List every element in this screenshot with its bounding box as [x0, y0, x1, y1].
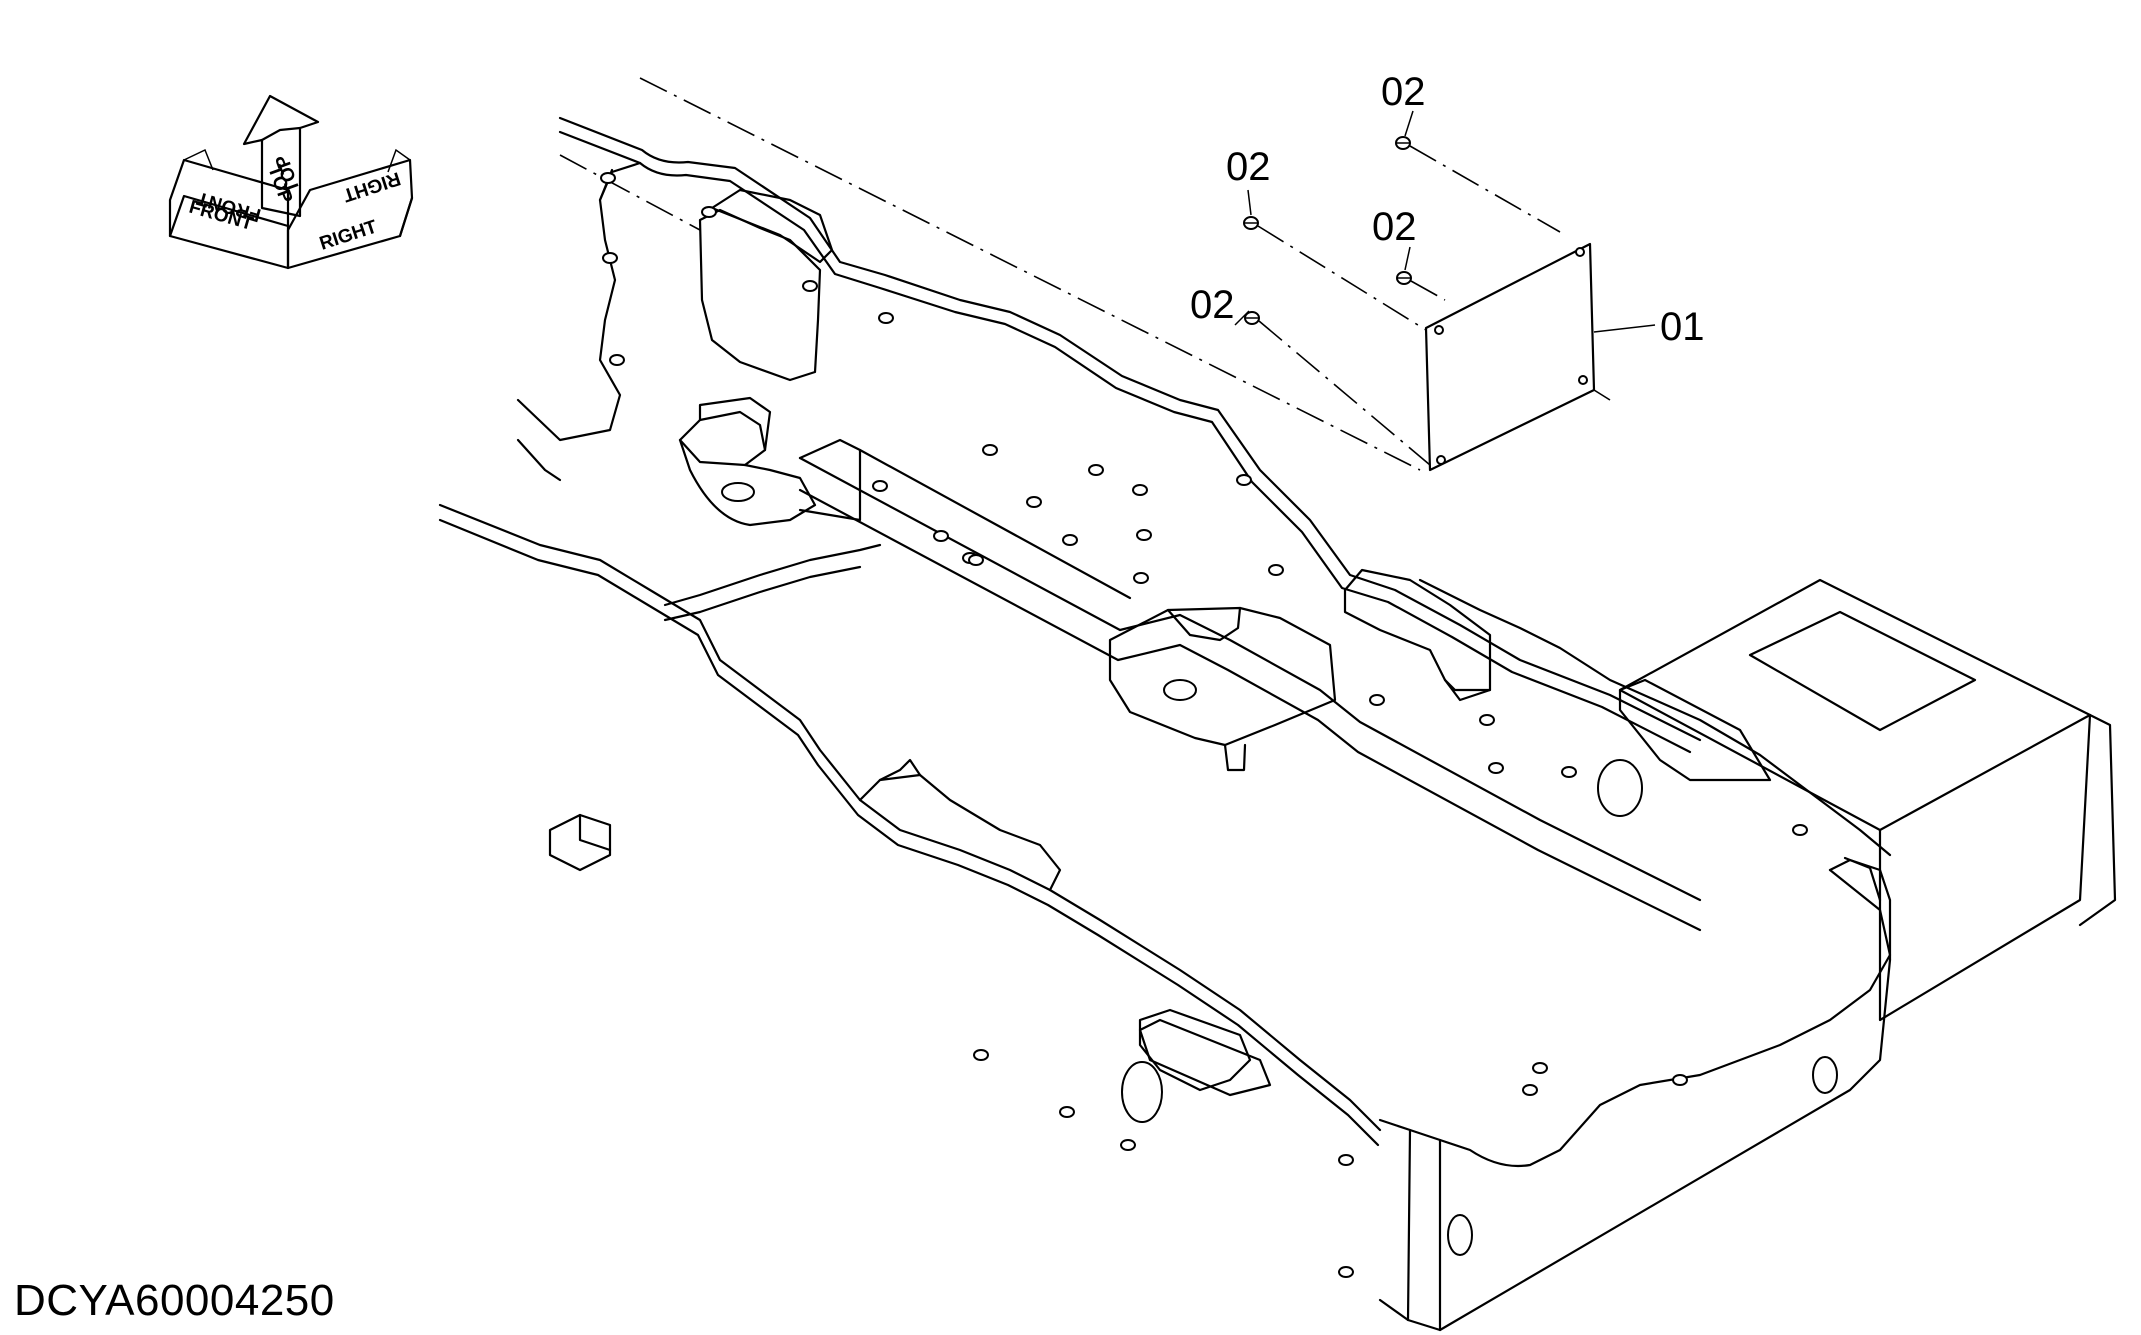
callout-bolt-left-lower: 02 [1190, 283, 1235, 327]
cover-plate [1424, 242, 1611, 472]
bolt-icon [1244, 311, 1260, 325]
callout-bolt-middle: 02 [1372, 205, 1417, 249]
cover-bolts [1243, 136, 1412, 325]
right-label: RIGHT [317, 216, 380, 254]
frame-drawing [438, 77, 2117, 1332]
bolt-icon [1396, 271, 1412, 285]
drawing-code: DCYA60004250 [14, 1276, 335, 1325]
leader-lines [1234, 110, 1656, 333]
assembly-lines [1257, 145, 1561, 466]
top-arrow-icon [242, 94, 320, 218]
bolt-icon [1395, 136, 1411, 150]
callout-bolt-top: 02 [1381, 70, 1426, 114]
frame-bolts [600, 172, 1808, 1278]
orientation-indicator: FRONT FRONT TOP TOP RIGHT RIGHT [168, 94, 414, 270]
callout-cover-plate: 01 [1660, 305, 1705, 349]
bolt-icon [1243, 216, 1259, 230]
callout-bolt-left-upper: 02 [1226, 145, 1271, 189]
right-arrow-icon [286, 148, 414, 270]
right-label-mirrored: RIGHT [340, 167, 403, 205]
